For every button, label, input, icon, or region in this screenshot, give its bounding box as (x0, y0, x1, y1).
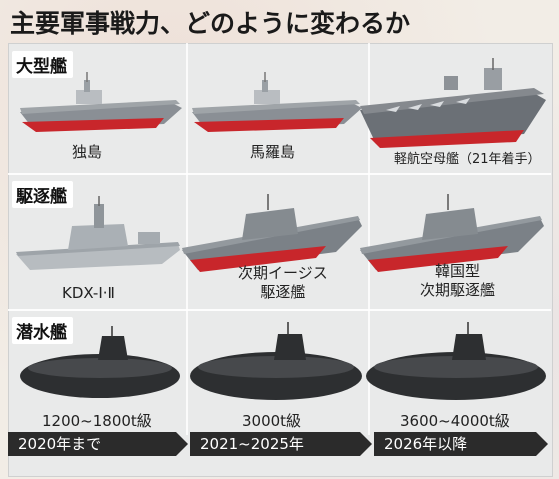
korean-destroyer-caption: 韓国型 次期駆逐艦 (420, 262, 495, 300)
submarine-3600-caption: 3600~4000t級 (400, 412, 510, 430)
submarine-3600-image (366, 322, 546, 400)
next-aegis-caption: 次期イージス 駆逐艦 (238, 264, 328, 302)
next-aegis-ship-image (182, 194, 362, 272)
timeline-arrow (360, 432, 372, 456)
timeline-arrow (176, 432, 188, 456)
submarine-1200-caption: 1200~1800t級 (42, 412, 152, 430)
column-divider (186, 43, 188, 435)
column-divider (368, 43, 370, 435)
next-aegis-caption-line2: 駆逐艦 (260, 283, 306, 301)
timeline-arrow (536, 432, 548, 456)
light-carrier-ship-image (360, 58, 546, 148)
period-until-2020: 2020年まで (8, 432, 176, 456)
row-divider (8, 173, 551, 175)
korean-destroyer-caption-line2: 次期駆逐艦 (420, 281, 496, 299)
kdx-ship-image (16, 196, 180, 270)
row-divider (8, 309, 551, 311)
row-label-large-ship: 大型艦 (12, 51, 73, 78)
period-2026-onward: 2026年以降 (374, 432, 536, 456)
dokdo-caption: 独島 (72, 143, 103, 161)
next-aegis-caption-line1: 次期イージス (238, 264, 328, 282)
period-2021-2025: 2021~2025年 (190, 432, 360, 456)
korean-destroyer-caption-line1: 韓国型 (435, 262, 481, 280)
submarine-3000-caption: 3000t級 (242, 412, 302, 430)
dokdo-ship-image (20, 72, 182, 132)
submarine-3000-image (190, 322, 362, 400)
marado-ship-image (192, 72, 362, 132)
kdx-caption: KDX-Ⅰ·Ⅱ (62, 284, 115, 302)
submarine-1200-image (20, 326, 180, 398)
row-label-submarine: 潜水艦 (12, 317, 73, 344)
row-label-destroyer: 駆逐艦 (12, 181, 73, 208)
marado-caption: 馬羅島 (250, 143, 296, 161)
infographic-title: 主要軍事戦力、どのように変わるか (10, 9, 411, 38)
light-carrier-caption: 軽航空母艦（21年着手） (394, 152, 541, 167)
korean-destroyer-ship-image (360, 194, 544, 272)
